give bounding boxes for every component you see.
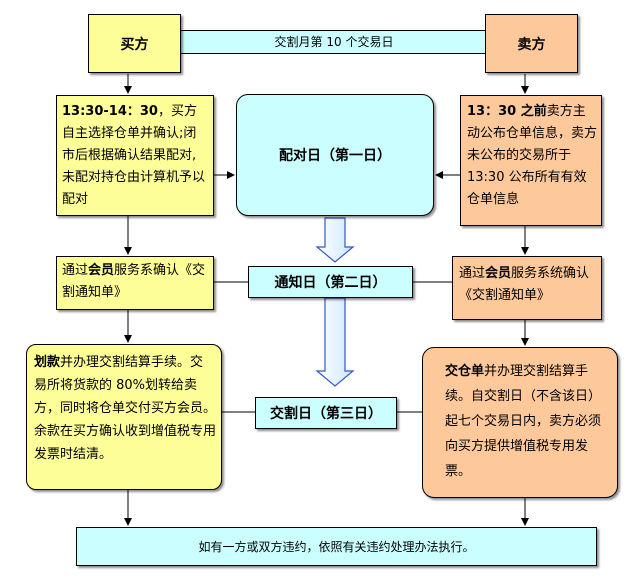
pairing-day-box: 配对日（第一日） (236, 94, 434, 216)
seller-notice-box: 通过会员服务系统确认《交割通知单》 (452, 256, 602, 320)
default-notice-box: 如有一方或双方违约，依照有关违约处理办法执行。 (76, 527, 597, 566)
buyer-select-box: 13:30-14：30，买方自主选择仓单并确认;闭市后根据确认结果配对,未配对持… (56, 95, 214, 216)
flow-arrow-2 (315, 297, 355, 387)
buyer-notice-box: 通过会员服务系确认《交割通知单》 (56, 256, 214, 310)
seller-publish-box: 13：30 之前卖方主动公布仓单信息，卖方未公布的交易所于 13:30 公布所有… (460, 95, 602, 226)
delivery-day-label: 交割日（第三日） (270, 406, 382, 422)
seller-notice-pre: 通过 (459, 266, 486, 281)
seller-publish-time: 13：30 之前 (467, 104, 547, 119)
delivery-month-banner: 交割月第 10 个交易日 (180, 30, 488, 54)
buyer-select-text: ，买方自主选择仓单并确认;闭市后根据确认结果配对,未配对持仓由计算机予以配对 (62, 104, 206, 207)
delivery-day-box: 交割日（第三日） (255, 397, 397, 429)
buyer-notice-post: 服务系确认《交割通知单》 (62, 263, 206, 300)
seller-publish-text: 卖方主动公布仓单信息，卖方未公布的交易所于 13:30 公布所有有效仓单信息 (467, 104, 598, 207)
delivery-month-label: 交割月第 10 个交易日 (274, 35, 394, 49)
buyer-payment-box: 划款并办理交割结算手续。交易所将货款的 80%划转给卖方，同时将仓单交付买方会员… (26, 344, 222, 490)
flow-arrow-1 (315, 217, 355, 263)
buyer-notice-member: 会员 (88, 263, 115, 278)
seller-notice-post: 服务系统确认《交割通知单》 (459, 266, 590, 303)
seller-delivery-action: 交仓单 (445, 364, 485, 379)
buyer-select-time: 13:30-14：30 (62, 104, 158, 119)
notice-day-box: 通知日（第二日） (248, 266, 413, 298)
buyer-payment-text: 并办理交割结算手续。交易所将货款的 80%划转给卖方，同时将仓单交付买方会员。余… (34, 355, 217, 462)
buyer-payment-action: 划款 (34, 355, 61, 370)
seller-label: 卖方 (517, 36, 546, 53)
seller-notice-member: 会员 (485, 266, 512, 281)
seller-delivery-box: 交仓单并办理交割结算手续。自交割日（不含该日）起七个交易日内，卖方必须向买方提供… (422, 347, 618, 498)
seller-header: 卖方 (485, 14, 578, 73)
pairing-day-label: 配对日（第一日） (279, 148, 391, 164)
buyer-header: 买方 (88, 14, 181, 73)
default-notice-text: 如有一方或双方违约，依照有关违约处理办法执行。 (198, 539, 475, 554)
buyer-label: 买方 (120, 36, 149, 53)
seller-delivery-text: 并办理交割结算手续。自交割日（不含该日）起七个交易日内，卖方必须向买方提供增值税… (445, 364, 602, 479)
notice-day-label: 通知日（第二日） (274, 275, 387, 291)
buyer-notice-pre: 通过 (62, 263, 89, 278)
